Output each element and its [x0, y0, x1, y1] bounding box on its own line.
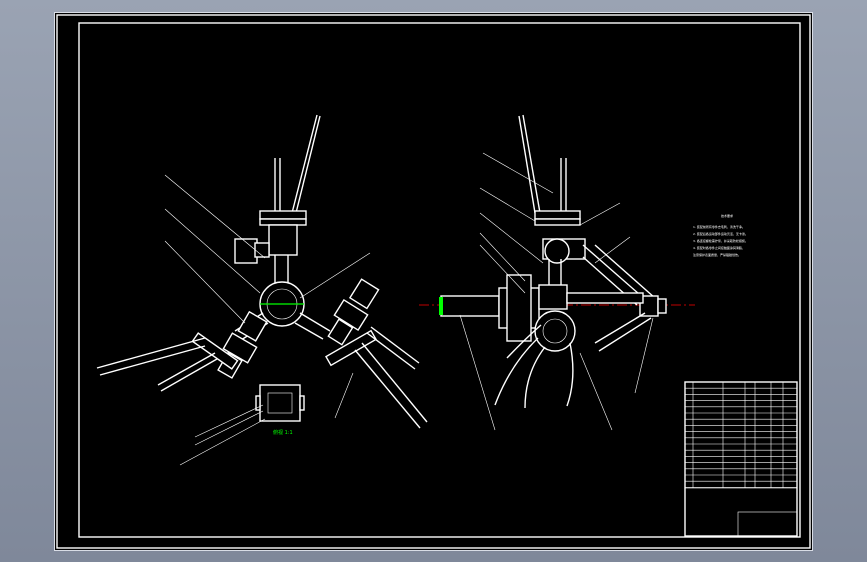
tech-line-4: 4. 装配时各零件之间接触面涂润滑脂，	[693, 245, 745, 250]
tech-title: 技术要求	[721, 213, 733, 218]
inner-border	[78, 22, 801, 538]
tech-line-3: 3. 各连接螺栓需拧紧，并采取防松措施。	[693, 238, 748, 243]
tech-line-5: 注意保护表面质量，严禁磕碰划伤。	[693, 252, 741, 257]
cad-drawing: 俯视 1:1	[56, 14, 811, 549]
right-view-section	[419, 114, 695, 431]
tech-notes: 技术要求 1. 装配前所有零件去毛刺，清洗干净。 2. 装配后各运动部件运动灵活…	[693, 213, 748, 257]
left-view-gripper: 俯视 1:1	[96, 114, 428, 466]
tech-line-2: 2. 装配后各运动部件运动灵活，无卡滞。	[693, 231, 748, 236]
view-caption: 俯视 1:1	[273, 429, 293, 436]
outer-border	[56, 14, 811, 549]
tech-line-1: 1. 装配前所有零件去毛刺，清洗干净。	[693, 224, 745, 229]
title-block	[684, 381, 798, 537]
drawing-sheet: 俯视 1:1	[54, 12, 813, 551]
